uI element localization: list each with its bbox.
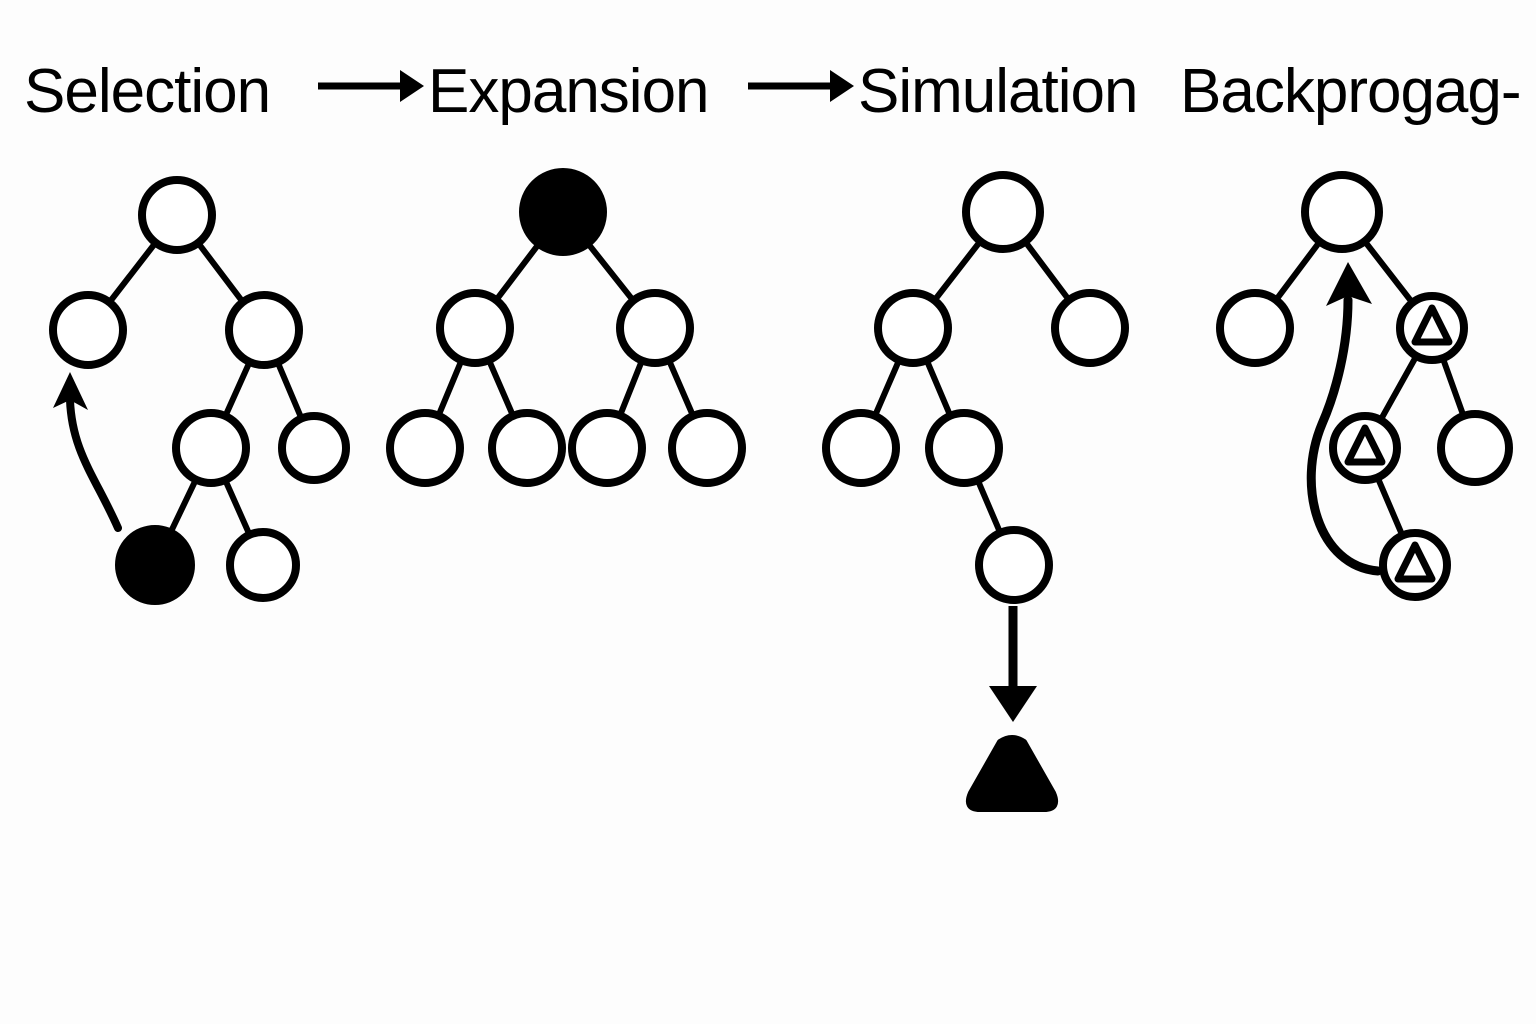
panel-simulation [822, 171, 1129, 812]
selection-backup-arrow-icon [53, 372, 122, 532]
tree-node-selected[interactable] [115, 525, 195, 605]
tree-edges-simulation [858, 209, 1093, 568]
tree-node[interactable] [616, 289, 694, 367]
triangle-icon [1344, 424, 1386, 466]
tree-nodes-selection [49, 176, 350, 605]
tree-nodes-backpropagation [1216, 171, 1513, 601]
tree-node[interactable] [1301, 171, 1383, 253]
tree-node[interactable] [49, 291, 127, 369]
tree-node[interactable] [822, 409, 900, 487]
tree-node[interactable] [1216, 289, 1294, 367]
tree-node[interactable] [488, 409, 566, 487]
tree-node[interactable] [386, 409, 464, 487]
tree-node-expanded[interactable] [519, 168, 607, 256]
tree-node[interactable] [138, 176, 216, 254]
tree-nodes-expansion [386, 168, 746, 487]
tree-node[interactable] [1437, 410, 1513, 486]
tree-node[interactable] [225, 291, 303, 369]
tree-edges-selection [85, 212, 317, 568]
tree-node[interactable] [925, 409, 1003, 487]
tree-node[interactable] [668, 409, 746, 487]
tree-nodes-simulation [822, 171, 1129, 604]
tree-node[interactable] [975, 526, 1053, 604]
tree-edges-backpropagation [1252, 209, 1478, 568]
panel-backpropagation [1216, 171, 1513, 601]
tree-node-updated[interactable] [1396, 292, 1468, 364]
triangle-icon [1394, 541, 1436, 583]
tree-node[interactable] [962, 171, 1044, 253]
tree-node-updated[interactable] [1329, 412, 1401, 484]
backpropagation-arrow-icon [1306, 262, 1383, 576]
tree-node[interactable] [278, 412, 350, 484]
tree-node[interactable] [1051, 289, 1129, 367]
tree-node[interactable] [226, 528, 300, 602]
tree-node[interactable] [436, 289, 514, 367]
tree-node[interactable] [172, 409, 250, 487]
rollout-arrow-icon [989, 606, 1037, 722]
triangle-icon [1411, 304, 1453, 346]
terminal-reward-triangle-icon [965, 735, 1059, 812]
tree-node[interactable] [568, 409, 646, 487]
panel-expansion [386, 168, 746, 487]
panel-selection [49, 176, 350, 605]
tree-node-updated[interactable] [1379, 529, 1451, 601]
tree-node[interactable] [874, 289, 952, 367]
